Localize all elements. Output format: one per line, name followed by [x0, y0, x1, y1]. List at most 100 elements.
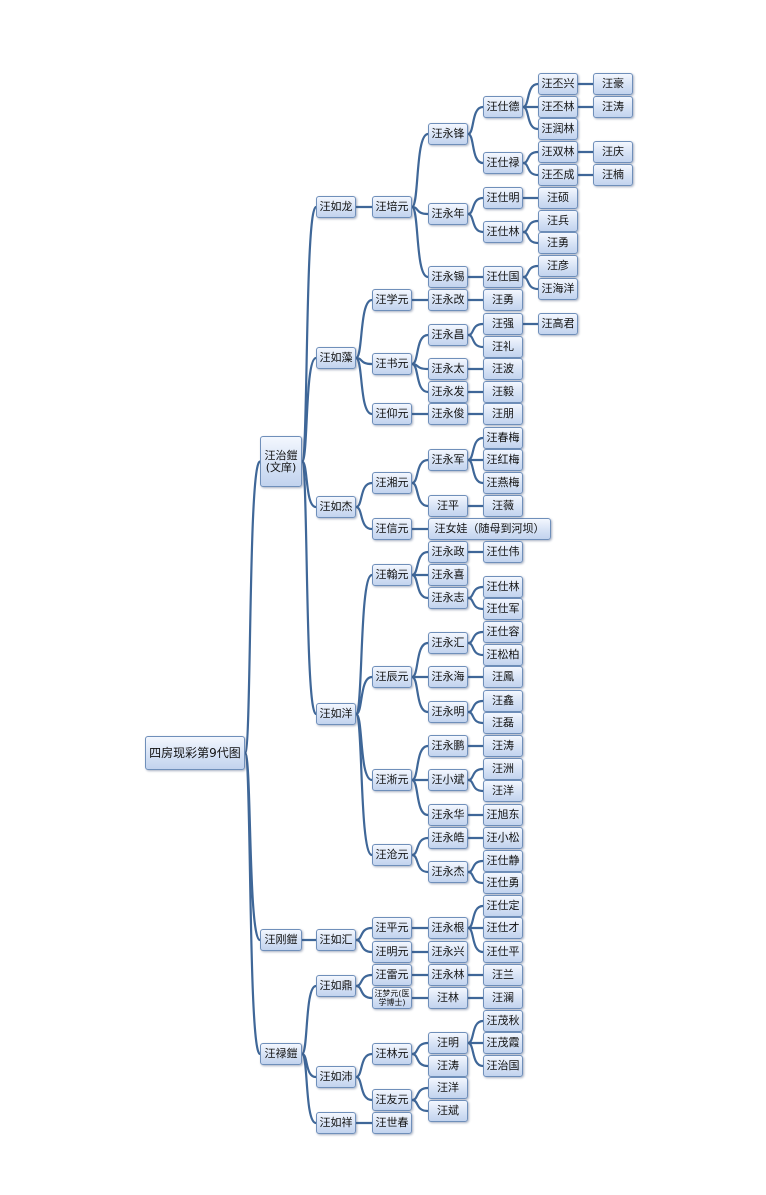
- person-node-yongxing[interactable]: 汪永兴: [428, 941, 468, 963]
- person-node-shichun[interactable]: 汪世春: [372, 1112, 412, 1134]
- person-node-wangming[interactable]: 汪明: [428, 1032, 468, 1054]
- person-node-xueyuan[interactable]: 汪学元: [372, 289, 412, 311]
- person-node-wangshuo[interactable]: 汪硕: [538, 187, 578, 209]
- person-node-gangkai[interactable]: 汪刚鎧: [260, 929, 302, 951]
- person-node-zhikai[interactable]: 汪治鎧 (文庠): [260, 436, 302, 487]
- person-node-xiyuan[interactable]: 汪淅元: [372, 769, 412, 791]
- person-node-xiangyuan[interactable]: 汪湘元: [372, 472, 412, 494]
- person-node-shirong[interactable]: 汪仕容: [483, 621, 523, 643]
- person-node-wanglei[interactable]: 汪磊: [483, 712, 523, 734]
- person-node-wangpeng[interactable]: 汪朋: [483, 403, 523, 425]
- person-node-wangyong2[interactable]: 汪勇: [538, 232, 578, 254]
- person-node-wangtao[interactable]: 汪涛: [483, 735, 523, 757]
- person-node-ruhui[interactable]: 汪如汇: [316, 929, 356, 951]
- person-node-yonghao[interactable]: 汪永皓: [428, 827, 468, 849]
- person-node-yongfeng[interactable]: 汪永锋: [428, 123, 468, 145]
- person-node-yongming[interactable]: 汪永明: [428, 701, 468, 723]
- person-node-mengyuan[interactable]: 汪梦元(医学博士): [372, 987, 412, 1009]
- person-node-shiping[interactable]: 汪仕平: [483, 941, 523, 963]
- person-node-ruxiang[interactable]: 汪如祥: [316, 1112, 356, 1134]
- person-node-wangyi[interactable]: 汪毅: [483, 381, 523, 403]
- person-node-lukai[interactable]: 汪禄鎧: [260, 1043, 302, 1065]
- person-node-yongjun[interactable]: 汪永军: [428, 449, 468, 471]
- person-node-wangyang3[interactable]: 汪洋: [428, 1077, 468, 1099]
- person-node-wangbin[interactable]: 汪斌: [428, 1100, 468, 1122]
- person-node-leiyuan[interactable]: 汪雷元: [372, 964, 412, 986]
- person-node-wangfeng[interactable]: 汪鳳: [483, 666, 523, 688]
- person-node-yongfa[interactable]: 汪永发: [428, 381, 468, 403]
- person-node-yonghua[interactable]: 汪永华: [428, 804, 468, 826]
- person-node-yonggai[interactable]: 汪永改: [428, 289, 468, 311]
- person-node-ruding[interactable]: 汪如鼎: [316, 975, 356, 997]
- person-node-shilin2[interactable]: 汪仕林: [483, 576, 523, 598]
- person-node-shiding[interactable]: 汪仕定: [483, 895, 523, 917]
- person-node-pixing[interactable]: 汪丕兴: [538, 73, 578, 95]
- person-node-yongzhi[interactable]: 汪永志: [428, 587, 468, 609]
- person-node-yongpeng[interactable]: 汪永鹏: [428, 735, 468, 757]
- person-node-xinyuan[interactable]: 汪信元: [372, 518, 412, 540]
- person-node-xiaobin[interactable]: 汪小斌: [428, 769, 468, 791]
- person-node-shilin[interactable]: 汪仕林: [483, 221, 523, 243]
- person-node-hanyuan[interactable]: 汪翰元: [372, 564, 412, 586]
- person-node-rulong[interactable]: 汪如龙: [316, 196, 356, 218]
- person-node-runlin[interactable]: 汪润林: [538, 118, 578, 140]
- person-node-wangzhou[interactable]: 汪洲: [483, 758, 523, 780]
- person-node-songbo[interactable]: 汪松柏: [483, 644, 523, 666]
- person-node-yongtai[interactable]: 汪永太: [428, 358, 468, 380]
- person-node-wangbo[interactable]: 汪波: [483, 358, 523, 380]
- person-node-ruzao[interactable]: 汪如藻: [316, 347, 356, 369]
- person-node-shiyong[interactable]: 汪仕勇: [483, 872, 523, 894]
- person-node-yongjie[interactable]: 汪永杰: [428, 861, 468, 883]
- person-node-yanmei[interactable]: 汪燕梅: [483, 472, 523, 494]
- person-node-wanghao[interactable]: 汪豪: [593, 73, 633, 95]
- person-node-shijun[interactable]: 汪仕军: [483, 598, 523, 620]
- person-node-shilu[interactable]: 汪仕禄: [483, 152, 523, 174]
- person-node-wangtao2[interactable]: 汪涛: [428, 1055, 468, 1077]
- person-node-wanglin[interactable]: 汪林: [428, 987, 468, 1009]
- person-node-pingyuan[interactable]: 汪平元: [372, 917, 412, 939]
- person-node-yongchang[interactable]: 汪永昌: [428, 324, 468, 346]
- person-node-yongzheng[interactable]: 汪永政: [428, 541, 468, 563]
- person-node-nvwa[interactable]: 汪女娃（随母到河坝）: [428, 518, 551, 540]
- person-node-wangnan[interactable]: 汪楠: [593, 164, 633, 186]
- person-node-wangqing[interactable]: 汪庆: [593, 141, 633, 163]
- person-node-yangyuan[interactable]: 汪仰元: [372, 403, 412, 425]
- person-node-chenyuan[interactable]: 汪辰元: [372, 666, 412, 688]
- person-node-mingyuan[interactable]: 汪明元: [372, 941, 412, 963]
- person-node-yongnian[interactable]: 汪永年: [428, 203, 468, 225]
- person-node-ruyang[interactable]: 汪如洋: [316, 703, 356, 725]
- person-node-zhiguo[interactable]: 汪治国: [483, 1055, 523, 1077]
- person-node-shiwei[interactable]: 汪仕伟: [483, 541, 523, 563]
- person-node-youyuan[interactable]: 汪友元: [372, 1089, 412, 1111]
- person-node-wangyong1[interactable]: 汪勇: [483, 289, 523, 311]
- person-node-gaojun[interactable]: 汪高君: [538, 313, 578, 335]
- person-node-wangping[interactable]: 汪平: [428, 495, 468, 517]
- person-node-wangyang[interactable]: 汪洋: [483, 780, 523, 802]
- person-node-rupei[interactable]: 汪如沛: [316, 1066, 356, 1088]
- person-node-wangbing[interactable]: 汪兵: [538, 210, 578, 232]
- person-node-xiaosong[interactable]: 汪小松: [483, 827, 523, 849]
- person-node-maoxia[interactable]: 汪茂霞: [483, 1032, 523, 1054]
- person-node-wangxin[interactable]: 汪鑫: [483, 690, 523, 712]
- person-node-shuyuan[interactable]: 汪书元: [372, 353, 412, 375]
- person-node-shicai[interactable]: 汪仕才: [483, 917, 523, 939]
- person-node-yongxi[interactable]: 汪永锡: [428, 266, 468, 288]
- root-node[interactable]: 四房现彩第9代图: [145, 736, 245, 770]
- person-node-wangqiang[interactable]: 汪强: [483, 313, 523, 335]
- person-node-yongjun2[interactable]: 汪永俊: [428, 403, 468, 425]
- person-node-peiyuan[interactable]: 汪培元: [372, 196, 412, 218]
- person-node-yonghai[interactable]: 汪永海: [428, 666, 468, 688]
- person-node-shiguo[interactable]: 汪仕国: [483, 266, 523, 288]
- person-node-shijing[interactable]: 汪仕静: [483, 850, 523, 872]
- person-node-shuanglin[interactable]: 汪双林: [538, 141, 578, 163]
- person-node-yonggen[interactable]: 汪永根: [428, 917, 468, 939]
- person-node-shiming[interactable]: 汪仕明: [483, 187, 523, 209]
- person-node-yonghui[interactable]: 汪永汇: [428, 632, 468, 654]
- person-node-wanglan[interactable]: 汪兰: [483, 964, 523, 986]
- person-node-shide[interactable]: 汪仕德: [483, 96, 523, 118]
- person-node-chunmei[interactable]: 汪春梅: [483, 427, 523, 449]
- person-node-wangwei[interactable]: 汪薇: [483, 495, 523, 517]
- person-node-wangyan[interactable]: 汪彦: [538, 255, 578, 277]
- person-node-wangli[interactable]: 汪礼: [483, 336, 523, 358]
- person-node-maoqiu[interactable]: 汪茂秋: [483, 1010, 523, 1032]
